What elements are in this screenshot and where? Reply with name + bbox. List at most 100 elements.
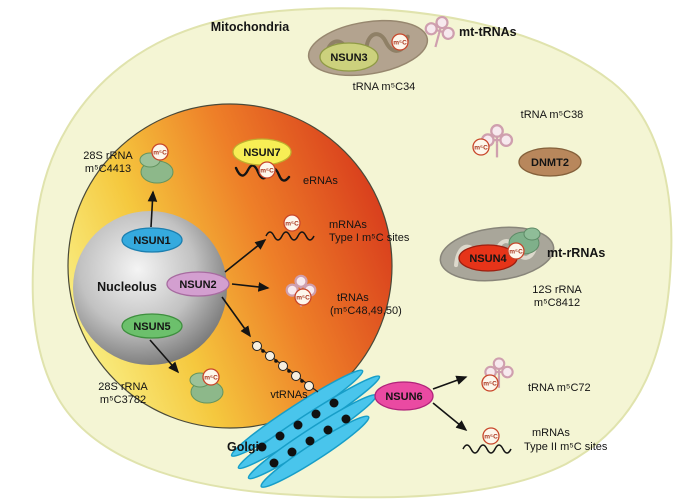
rrna-28s-bottom-label-line2: m⁵C3782	[100, 394, 146, 406]
enzyme-nsun6: NSUN6	[374, 381, 434, 411]
m5c-badge-mrna-type1: m⁵C	[283, 214, 301, 232]
m5c-badge-label: m⁵C	[260, 168, 274, 175]
vesicle-dot	[311, 409, 321, 419]
m5c-badge-mito-top: m⁵C	[391, 33, 409, 51]
arrow-nsun6-to-trna	[432, 375, 468, 390]
vesicle-dot	[341, 414, 351, 424]
m5c-badge-label: m⁵C	[393, 40, 407, 47]
m5c-badge-trna72: m⁵C	[481, 374, 499, 392]
vesicle-dot	[305, 436, 315, 446]
vesicle-dot	[275, 431, 285, 441]
rrna-28s-bottom-label-line1: 28S rRNA	[98, 381, 148, 393]
nsun7-label: NSUN7	[243, 147, 280, 159]
vesicle-dot	[269, 458, 279, 468]
enzyme-nsun7: NSUN7	[232, 138, 292, 166]
m5c-badge-trnas: m⁵C	[294, 288, 312, 306]
vesicle-dot	[293, 420, 303, 430]
mitochondria-label: Mitochondria	[211, 20, 291, 34]
nucleolus-label: Nucleolus	[97, 280, 157, 294]
dnmt2-label: DNMT2	[531, 157, 569, 169]
vtrna-bead	[265, 351, 275, 361]
ernas-label: eRNAs	[303, 175, 338, 187]
mrna-wave-type2-icon	[462, 444, 512, 454]
nucleolus	[73, 211, 227, 365]
m5c-badge-28s-bottom: m⁵C	[202, 368, 220, 386]
vtrna-dot	[287, 369, 291, 373]
nsun3-shape	[319, 42, 379, 72]
nsun1-shape	[121, 227, 183, 253]
trna-c34-label: tRNA m⁵C34	[353, 81, 416, 93]
vtrna-bead	[304, 381, 314, 391]
ribosome-blob-mt-small	[523, 227, 541, 241]
nsun1-label: NSUN1	[133, 235, 170, 247]
enzyme-nsun2: NSUN2	[166, 271, 230, 297]
m5c-badge-circle	[391, 33, 409, 51]
rrna-12s-label-line1: 12S rRNA	[532, 284, 582, 296]
enzyme-nsun1: NSUN1	[121, 227, 183, 253]
mrna-wave-type1-icon	[265, 231, 315, 241]
vesicle-dot	[257, 442, 267, 452]
rrna-12s-label-line2: m⁵C8412	[534, 297, 580, 309]
rrna-28s-top-label-line2: m⁵C4413	[85, 163, 131, 175]
m5c-badge-label: m⁵C	[296, 295, 310, 302]
trnas-label-line2: (m⁵C48,49,50)	[330, 305, 402, 317]
m5c-badge-label: m⁵C	[474, 145, 488, 152]
vtrna-bead	[278, 361, 288, 371]
m5c-badge-circle	[482, 427, 500, 445]
vtrna-dot	[261, 349, 265, 353]
m5c-badge-dnmt2: m⁵C	[472, 138, 490, 156]
nsun3-label: NSUN3	[330, 52, 367, 64]
m5c-badge-circle	[507, 242, 525, 260]
golgi-vesicles	[257, 398, 351, 468]
m5c-badge-label: m⁵C	[153, 150, 167, 157]
m5c-badge-circle	[283, 214, 301, 232]
mt-rrnas-label: mt-rRNAs	[547, 246, 605, 260]
arrow-nsun1-to-28s	[147, 190, 158, 228]
m5c-badge-label: m⁵C	[204, 375, 218, 382]
nsun6-label: NSUN6	[385, 391, 422, 403]
m5c-badge-label: m⁵C	[285, 221, 299, 228]
m5c-badge-circle	[481, 374, 499, 392]
mrnas-type2-label-line1: mRNAs	[532, 427, 570, 439]
arrow-nsun6-to-mrna	[432, 402, 468, 432]
golgi-label: Golgi	[227, 440, 259, 454]
nsun2-shape	[166, 271, 230, 297]
vtrna-bead	[252, 341, 262, 351]
m5c-badge-mrna-type2: m⁵C	[482, 427, 500, 445]
vtrna-dot	[274, 359, 278, 363]
enzyme-nsun5: NSUN5	[121, 313, 183, 339]
mrnas-type1-label-line1: mRNAs	[329, 219, 367, 231]
ernas-squiggle-icon	[234, 164, 291, 182]
mrnas-type2-label-line2: Type II m⁵C sites	[524, 441, 608, 453]
trna-c72-label: tRNA m⁵C72	[528, 382, 591, 394]
nsun5-shape	[121, 313, 183, 339]
vtrna-beads-icon	[251, 341, 319, 393]
vesicle-dot	[323, 425, 333, 435]
enzyme-dnmt2: DNMT2	[518, 147, 582, 177]
m5c-badge-circle	[151, 143, 169, 161]
rrna-28s-top-label-line1: 28S rRNA	[83, 150, 133, 162]
trna-c38-label: tRNA m⁵C38	[521, 109, 584, 121]
m5c-badge-28s-top: m⁵C	[151, 143, 169, 161]
vtrnas-label: vtRNAs	[270, 389, 308, 401]
trnas-label-line1: tRNAs	[337, 292, 369, 304]
vesicle-dot	[329, 398, 339, 408]
m5c-badge-label: m⁵C	[484, 434, 498, 441]
arrow-nsun2-to-mrna	[224, 239, 267, 273]
m5c-badge-circle	[294, 288, 312, 306]
m5c-badge-label: m⁵C	[509, 249, 523, 256]
enzyme-nsun3: NSUN3	[319, 42, 379, 72]
nsun2-label: NSUN2	[179, 279, 216, 291]
mrnas-type1-label-line2: Type I m⁵C sites	[329, 232, 410, 244]
nsun5-label: NSUN5	[133, 321, 170, 333]
m5c-badge-ernas: m⁵C	[258, 161, 276, 179]
mt-trnas-label: mt-tRNAs	[459, 25, 517, 39]
enzyme-nsun4: NSUN4	[458, 244, 518, 272]
dnmt2-shape	[518, 147, 582, 177]
m5c-badge-nsun4: m⁵C	[507, 242, 525, 260]
nsun4-label: NSUN4	[469, 253, 507, 265]
nsun6-shape	[374, 381, 434, 411]
ribosome-blob-28s-bottom	[189, 372, 224, 404]
